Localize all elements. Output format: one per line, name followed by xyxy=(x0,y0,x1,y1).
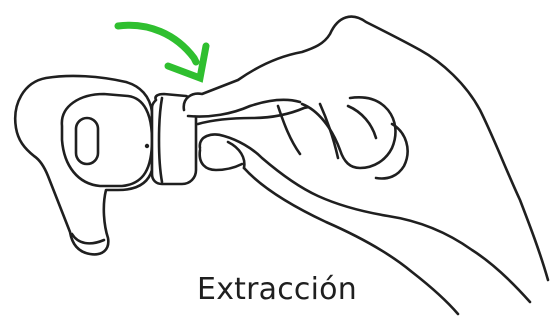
curved-arrow-icon xyxy=(118,25,206,78)
caption-label: Extracción xyxy=(0,272,554,308)
hand-icon xyxy=(184,17,548,314)
earbud-icon xyxy=(15,76,152,254)
